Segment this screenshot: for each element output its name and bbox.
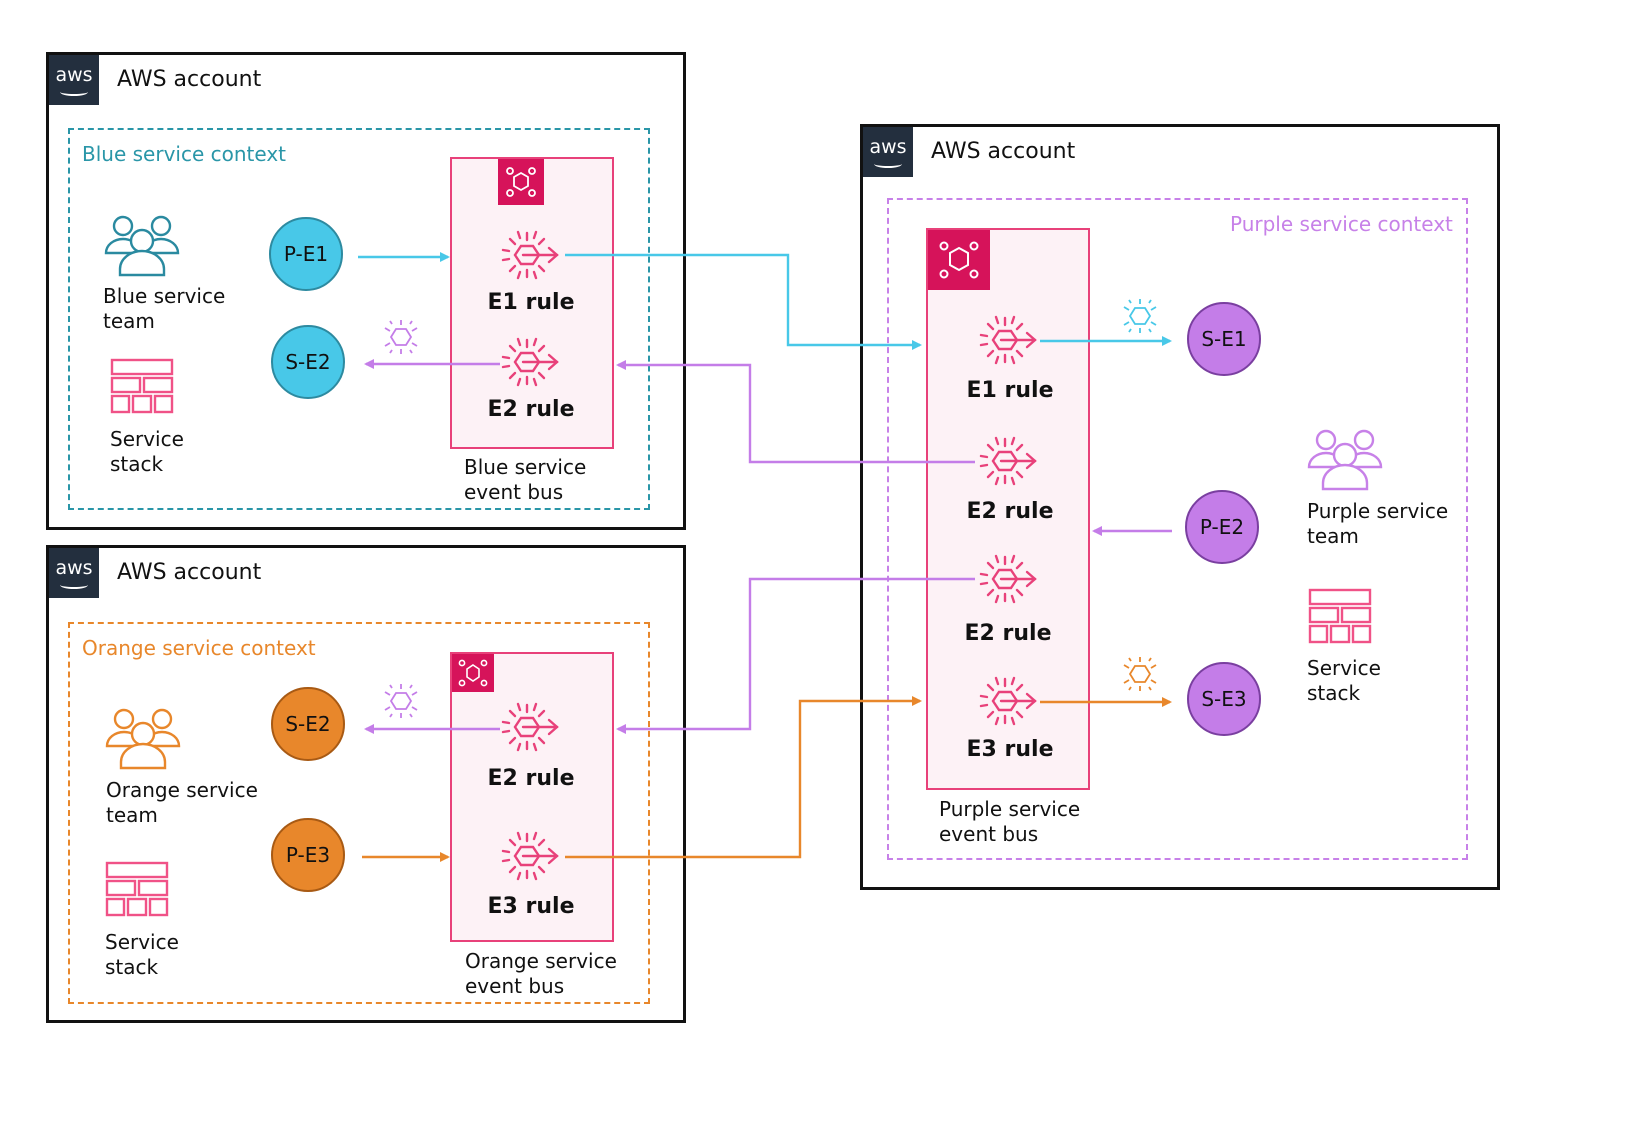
- arrow-purple-e2-to-blue-bus: [616, 360, 975, 464]
- stack-label-line2: stack: [105, 955, 159, 979]
- event-node-p-e1: P-E1: [269, 217, 343, 291]
- rule-icon: [501, 702, 559, 752]
- event-icon: [1123, 298, 1157, 334]
- context-label: Purple service context: [1230, 212, 1453, 236]
- team-label-line1: Orange service: [106, 778, 258, 802]
- bus-label-line1: Orange service: [465, 949, 617, 973]
- account-title: AWS account: [931, 139, 1076, 164]
- bus-label-line1: Purple service: [939, 797, 1081, 821]
- rule-label: E1 rule: [966, 378, 1054, 403]
- event-icon: [384, 319, 418, 355]
- event-node-s-e2: S-E2: [271, 687, 345, 761]
- event-node-p-e2: P-E2: [1185, 490, 1259, 564]
- eventbridge-icon: [498, 159, 544, 205]
- eventbridge-icon: [928, 230, 990, 290]
- rule-icon: [979, 554, 1037, 604]
- arrow-blue-e1-to-purple-bus: [565, 253, 922, 350]
- rule-icon: [501, 831, 559, 881]
- purple-event-bus: [926, 228, 1090, 790]
- team-label-line2: team: [103, 309, 155, 333]
- rule-icon: [501, 337, 559, 387]
- context-label: Blue service context: [82, 142, 286, 166]
- team-icon: [1307, 429, 1383, 491]
- team-icon: [104, 215, 180, 277]
- bus-label-line2: event bus: [939, 822, 1039, 846]
- rule-label: E1 rule: [487, 290, 575, 315]
- aws-logo-icon: aws: [49, 548, 99, 598]
- context-label: Orange service context: [82, 636, 316, 660]
- rule-label: E3 rule: [966, 737, 1054, 762]
- stack-icon: [110, 358, 174, 414]
- blue-service-context: [68, 128, 650, 510]
- bus-label-line1: Blue service: [464, 455, 587, 479]
- event-node-s-e2: S-E2: [271, 325, 345, 399]
- stack-icon: [105, 861, 169, 917]
- rule-icon: [979, 315, 1037, 365]
- stack-label-line1: Service: [110, 427, 184, 451]
- rule-label: E2 rule: [964, 621, 1052, 646]
- stack-label-line2: stack: [110, 452, 164, 476]
- rule-label: E2 rule: [966, 499, 1054, 524]
- team-label-line2: team: [106, 803, 158, 827]
- rule-icon: [501, 230, 559, 280]
- arrow-orange-e3-to-purple-bus: [565, 696, 922, 859]
- account-title: AWS account: [117, 67, 262, 92]
- team-icon: [105, 708, 181, 770]
- rule-label: E3 rule: [487, 894, 575, 919]
- aws-logo-icon: aws: [49, 55, 99, 105]
- rule-icon: [979, 676, 1037, 726]
- event-icon: [1123, 656, 1157, 692]
- rule-label: E2 rule: [487, 397, 575, 422]
- team-label-line1: Purple service: [1307, 499, 1449, 523]
- event-node-p-e3: P-E3: [271, 818, 345, 892]
- team-label-line1: Blue service: [103, 284, 226, 308]
- stack-label-line2: stack: [1307, 681, 1361, 705]
- rule-label: E2 rule: [487, 766, 575, 791]
- account-title: AWS account: [117, 560, 262, 585]
- orange-service-context: [68, 622, 650, 1004]
- aws-logo-icon: aws: [863, 127, 913, 177]
- stack-icon: [1308, 588, 1372, 644]
- bus-label-line2: event bus: [464, 480, 564, 504]
- stack-label-line1: Service: [105, 930, 179, 954]
- bus-label-line2: event bus: [465, 974, 565, 998]
- purple-service-context: [887, 198, 1468, 860]
- event-icon: [384, 683, 418, 719]
- rule-icon: [979, 436, 1037, 486]
- orange-event-bus: [450, 652, 614, 942]
- stack-label-line1: Service: [1307, 656, 1381, 680]
- team-label-line2: team: [1307, 524, 1359, 548]
- event-node-s-e1: S-E1: [1187, 302, 1261, 376]
- arrow-purple-e2-to-orange-bus: [616, 577, 975, 734]
- event-node-s-e3: S-E3: [1187, 662, 1261, 736]
- eventbridge-icon: [452, 654, 494, 692]
- blue-event-bus: [450, 157, 614, 449]
